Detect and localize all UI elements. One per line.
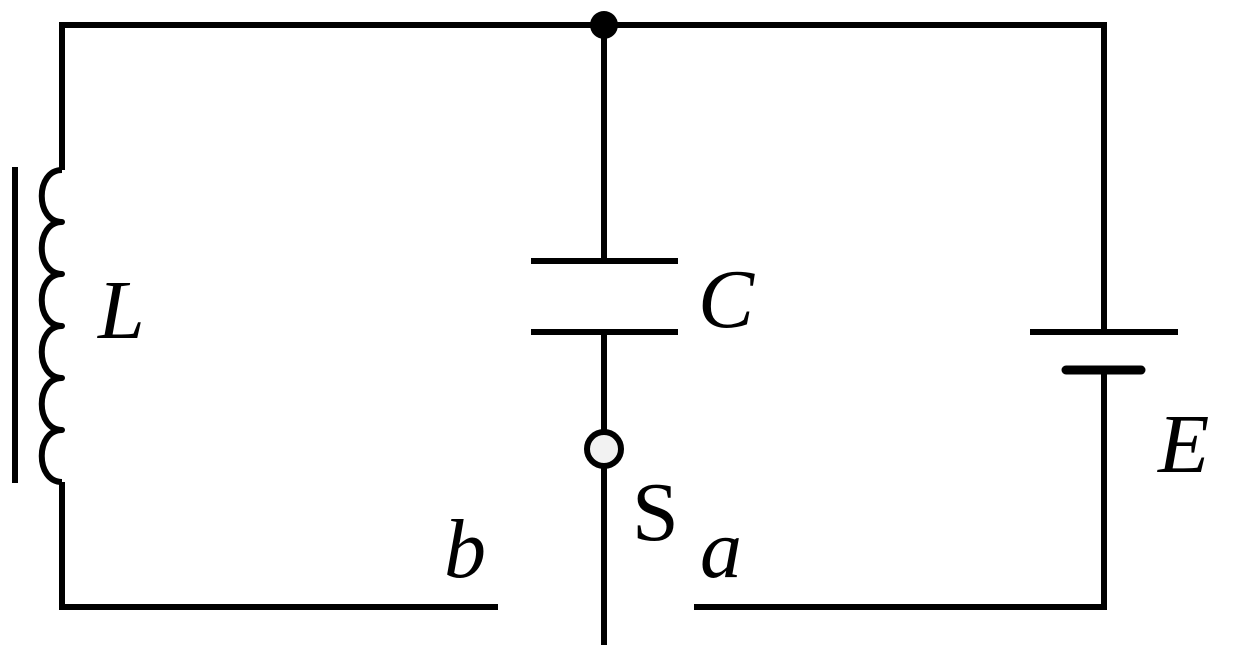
- switch-label: S: [632, 466, 679, 559]
- contact-a-label: a: [700, 503, 742, 596]
- switch-pivot: [584, 429, 624, 469]
- capacitor-label: C: [698, 253, 755, 346]
- contact-b-label: b: [444, 503, 486, 596]
- inductor-label: L: [97, 264, 145, 357]
- source-label: E: [1157, 398, 1209, 491]
- inductor-coil: [38, 167, 65, 485]
